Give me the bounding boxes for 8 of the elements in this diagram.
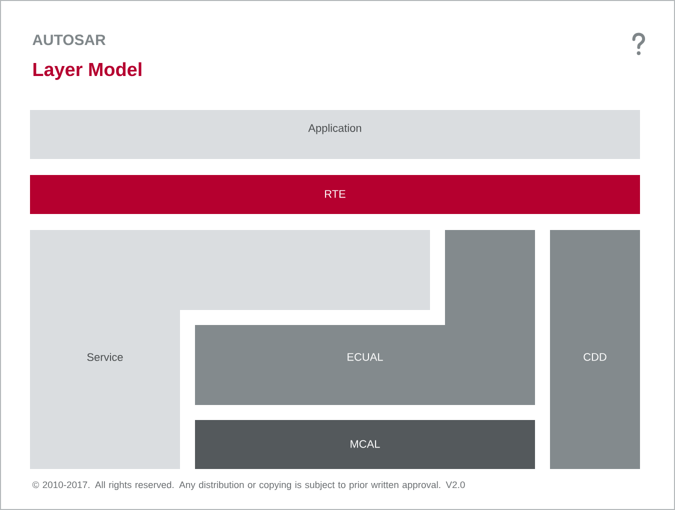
- title: Layer Model: [33, 62, 142, 80]
- layer-block: CDD: [550, 230, 640, 469]
- copyright-note: © 2010-2017. All rights reserved. Any distribution or copying is subject to prior written approval. V2.0: [32, 481, 465, 490]
- heading: AUTOSAR: [32, 34, 106, 46]
- layer-block: Application: [30, 110, 640, 159]
- layer-block: MCAL: [195, 420, 535, 469]
- layer-block: ECUAL: [195, 230, 535, 405]
- layer-block: RTE: [30, 175, 640, 214]
